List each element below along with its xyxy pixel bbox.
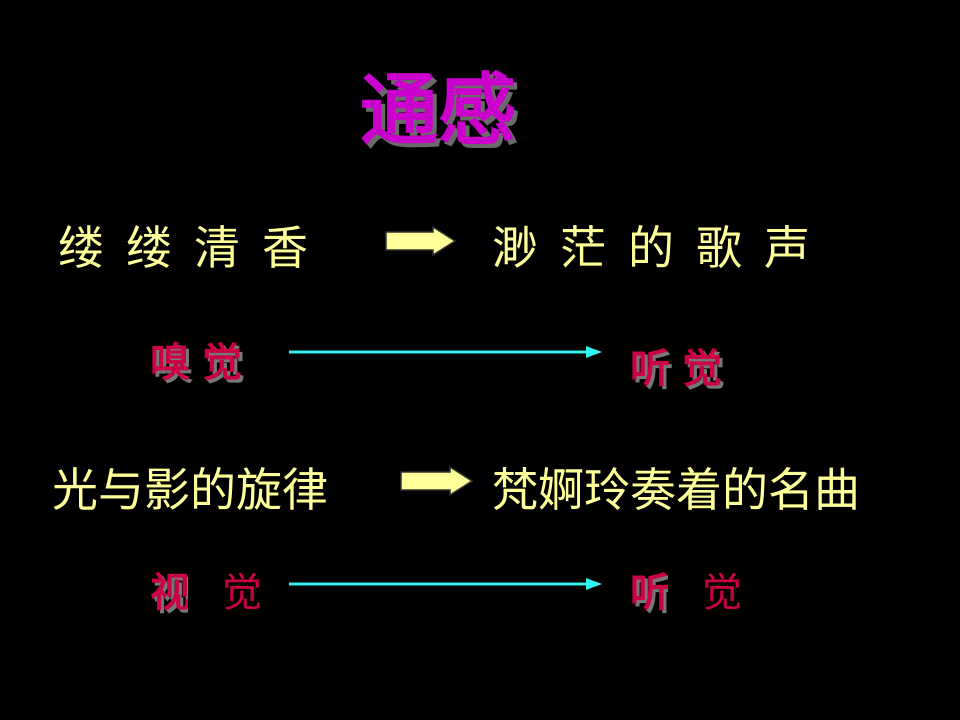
sense-hearing-char: 听 xyxy=(630,570,682,616)
sense-vision-jue: 觉 xyxy=(222,570,262,616)
phrase-faint-fragrance: 缕缕清香 xyxy=(58,221,330,275)
sense-hearing-jue: 觉 xyxy=(702,570,742,616)
line-arrow-1 xyxy=(289,346,602,358)
cover-box-left xyxy=(188,535,299,641)
phrase-light-shadow-melody: 光与影的旋律 xyxy=(52,463,328,517)
cover-box-right xyxy=(668,535,779,641)
block-arrow-2 xyxy=(400,465,474,497)
phrase-distant-song: 渺茫的歌声 xyxy=(492,221,832,275)
sense-vision-char: 视 xyxy=(150,570,202,616)
phrase-violin-piece: 梵婀玲奏着的名曲 xyxy=(492,463,860,517)
sense-smell: 嗅觉 xyxy=(150,340,254,386)
block-arrow-1 xyxy=(385,225,457,257)
line-arrow-2 xyxy=(289,578,602,590)
slide-title: 通感 xyxy=(360,66,517,156)
sense-hearing-1: 听觉 xyxy=(630,346,734,392)
